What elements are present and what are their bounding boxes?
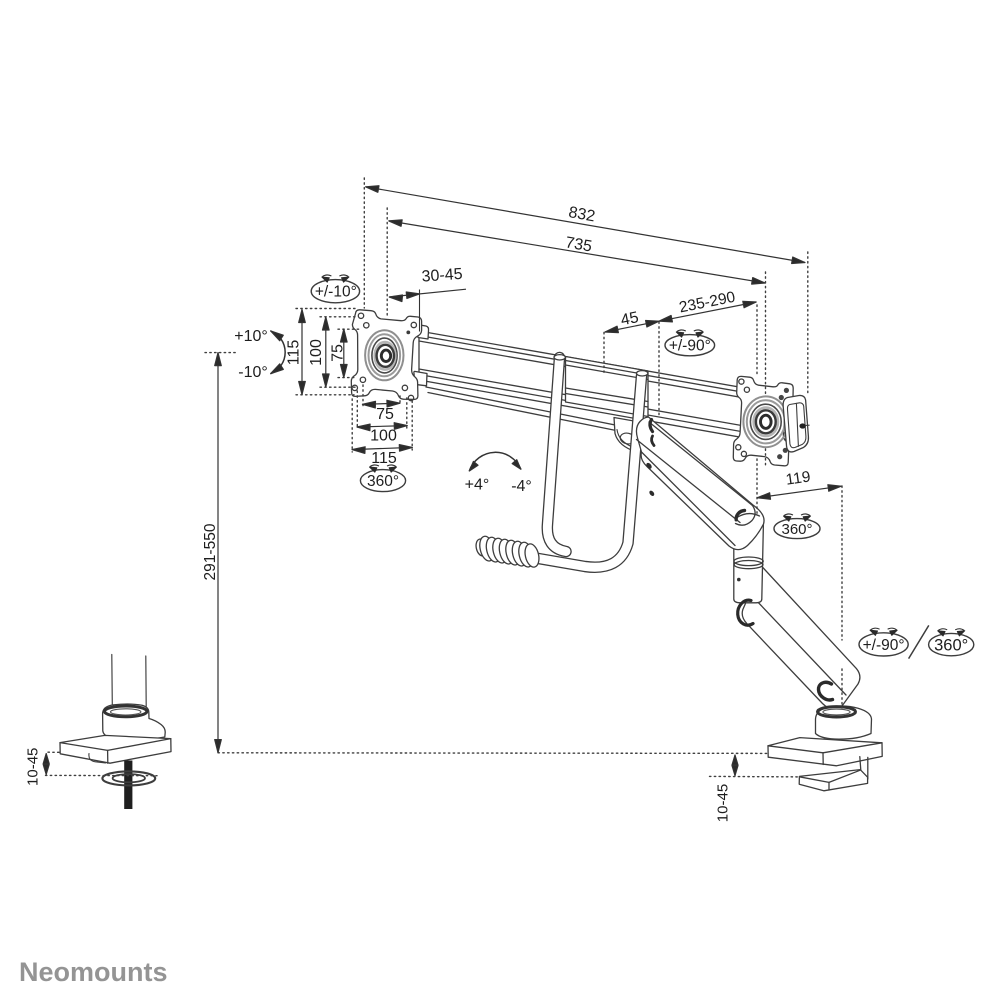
- svg-text:+4°: +4°: [465, 476, 490, 493]
- svg-text:115: 115: [285, 340, 302, 366]
- svg-text:100: 100: [308, 339, 325, 366]
- svg-text:235-290: 235-290: [678, 289, 737, 317]
- svg-text:-4°: -4°: [511, 478, 532, 495]
- svg-text:735: 735: [564, 234, 593, 255]
- svg-text:75: 75: [376, 406, 394, 423]
- svg-text:+/-90°: +/-90°: [863, 637, 905, 654]
- svg-text:+/-10°: +/-10°: [315, 284, 357, 301]
- svg-text:75: 75: [329, 344, 346, 362]
- svg-text:+10°: +10°: [234, 328, 268, 345]
- svg-text:291-550: 291-550: [202, 523, 219, 580]
- svg-text:45: 45: [619, 309, 640, 329]
- svg-text:119: 119: [785, 468, 812, 488]
- svg-text:+/-90°: +/-90°: [669, 338, 711, 355]
- svg-text:10-45: 10-45: [715, 784, 732, 822]
- svg-text:10-45: 10-45: [24, 748, 41, 786]
- svg-text:30-45: 30-45: [421, 266, 463, 286]
- svg-text:115: 115: [371, 450, 397, 467]
- svg-text:Neomounts: Neomounts: [19, 957, 168, 987]
- svg-text:832: 832: [567, 204, 596, 225]
- svg-text:-10°: -10°: [238, 364, 268, 381]
- svg-text:360°: 360°: [781, 521, 812, 538]
- svg-text:360°: 360°: [934, 636, 968, 654]
- svg-text:100: 100: [370, 428, 397, 445]
- svg-text:360°: 360°: [367, 473, 399, 490]
